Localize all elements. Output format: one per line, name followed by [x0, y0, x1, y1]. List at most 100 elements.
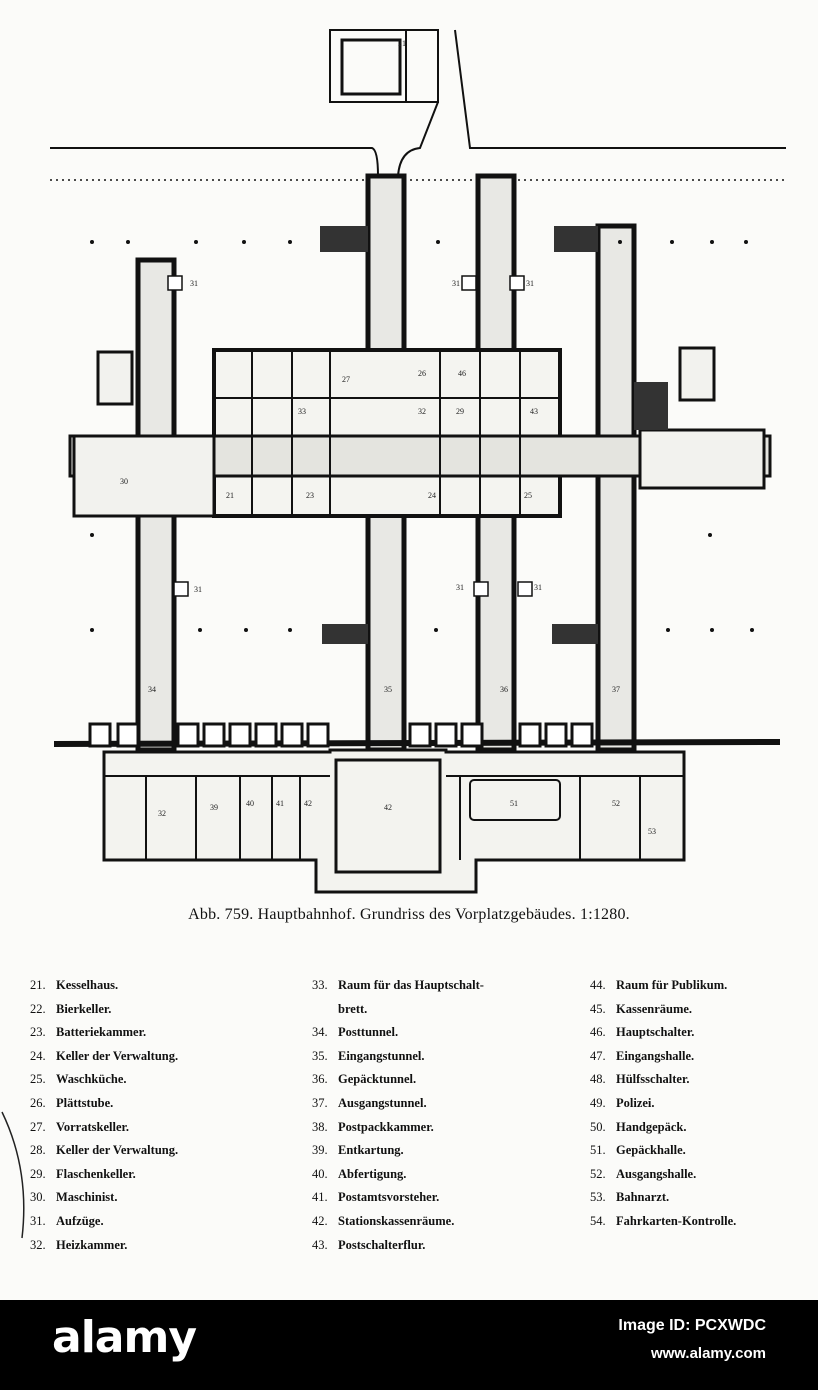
legend-text: Gepäcktunnel.: [338, 1072, 417, 1087]
legend-text: Batteriekammer.: [56, 1025, 147, 1040]
legend-text: Gepäckhalle.: [616, 1143, 686, 1158]
legend-item: 31.Aufzüge.: [30, 1210, 178, 1234]
svg-text:46: 46: [458, 369, 466, 378]
legend-item: 32.Heizkammer.: [30, 1234, 178, 1258]
legend-item: 42. Stationskassenräume.: [312, 1210, 484, 1234]
svg-text:31: 31: [534, 583, 542, 592]
legend-number: 31.: [30, 1213, 46, 1228]
svg-text:31: 31: [456, 583, 464, 592]
legend-item: 47.Eingangshalle.: [590, 1045, 736, 1069]
legend-text: Waschküche.: [56, 1072, 127, 1087]
legend-item: 51. Gepäckhalle.: [590, 1139, 736, 1163]
legend-number: 38.: [312, 1119, 328, 1134]
legend-text: Eingangstunnel.: [338, 1048, 425, 1063]
svg-text:30: 30: [120, 477, 128, 486]
legend-column-2: 33.Raum für das Hauptschalt-brett.34.Pos…: [312, 974, 484, 1257]
legend-text: Heizkammer.: [56, 1237, 128, 1252]
legend-text: Ausgangstunnel.: [338, 1095, 427, 1110]
legend-number: 27.: [30, 1119, 46, 1134]
image-id-label: Image ID: PCXWDC: [618, 1317, 766, 1334]
legend-item: 26.Plättstube.: [30, 1092, 178, 1116]
legend-item: 41.Postamtsvorsteher.: [312, 1186, 484, 1210]
legend-text: Abfertigung.: [338, 1166, 407, 1181]
legend-number: 34.: [312, 1025, 328, 1040]
legend-number: 46.: [590, 1025, 606, 1040]
legend-number: 23.: [30, 1025, 46, 1040]
svg-text:31: 31: [526, 279, 534, 288]
legend-text: Postschalterflur.: [338, 1237, 426, 1252]
legend-number: 48.: [590, 1072, 606, 1087]
legend-text: Keller der Verwaltung.: [56, 1143, 179, 1158]
legend-text: Stationskassenräume.: [338, 1213, 455, 1228]
legend-item: 48.Hülfsschalter.: [590, 1068, 736, 1092]
legend-text: Raum für Publikum.: [616, 978, 728, 992]
svg-text:31: 31: [452, 279, 460, 288]
legend-number: 52.: [590, 1166, 606, 1181]
legend-number: 44.: [590, 978, 606, 992]
legend-number: 28.: [30, 1143, 46, 1158]
legend-text: Raum für das Hauptschalt-: [338, 978, 484, 992]
legend-number: 30.: [30, 1190, 46, 1205]
legend-item: 24. Keller der Verwaltung.: [30, 1045, 178, 1069]
legend-text: Maschinist.: [56, 1190, 118, 1205]
legend-text: Kesselhaus.: [56, 978, 119, 992]
legend-item: 38. Postpackkammer.: [312, 1116, 484, 1140]
legend-item: 46.Hauptschalter.: [590, 1021, 736, 1045]
svg-text:39: 39: [210, 803, 218, 812]
legend-item: 22.Bierkeller.: [30, 998, 178, 1022]
legend-item: 39.Entkartung.: [312, 1139, 484, 1163]
legend-item: 53.Bahnarzt.: [590, 1186, 736, 1210]
legend-item: 49.Polizei.: [590, 1092, 736, 1116]
svg-text:40: 40: [246, 799, 254, 808]
legend-number: 40.: [312, 1166, 328, 1181]
binding-mark: [1, 1111, 25, 1239]
legend-text: Postpackkammer.: [338, 1119, 434, 1134]
street-line: [50, 147, 379, 177]
legend-item: 36.Gepäcktunnel.: [312, 1068, 484, 1092]
legend-number: 45.: [590, 1001, 606, 1016]
legend-item: 35.Eingangstunnel.: [312, 1045, 484, 1069]
forecourt-building: [102, 748, 686, 894]
upper-building: [212, 348, 562, 518]
svg-text:42: 42: [384, 803, 392, 812]
legend-number: 21.: [30, 978, 46, 992]
tunnel-right-outer: [595, 223, 637, 753]
legend-number: 42.: [312, 1213, 328, 1228]
legend-item: 28. Keller der Verwaltung.: [30, 1139, 178, 1163]
left-wing: [72, 434, 216, 518]
svg-text:24: 24: [428, 491, 436, 500]
legend-item: 45.Kassenräume.: [590, 998, 736, 1022]
legend-number: 33.: [312, 978, 328, 992]
site-link[interactable]: www.alamy.com: [650, 1345, 766, 1362]
svg-text:41: 41: [276, 799, 284, 808]
legend-item: 37.Ausgangstunnel.: [312, 1092, 484, 1116]
svg-text:35: 35: [384, 685, 392, 694]
legend-text: Ausgangshalle.: [616, 1166, 697, 1181]
legend-text: Keller der Verwaltung.: [56, 1048, 179, 1063]
svg-text:25: 25: [524, 491, 532, 500]
legend-number: 29.: [30, 1166, 46, 1181]
brand-logo[interactable]: alamy: [52, 1312, 197, 1363]
legend-text: Posttunnel.: [338, 1025, 399, 1040]
legend-column-3: 44. Raum für Publikum. 45.Kassenräume.46.H…: [590, 974, 736, 1234]
legend-number: 43.: [312, 1237, 328, 1252]
legend-number: 51.: [590, 1143, 606, 1158]
svg-text:33: 33: [298, 407, 306, 416]
right-wing: [638, 428, 766, 490]
legend-number: 53.: [590, 1190, 606, 1205]
svg-text:31: 31: [194, 585, 202, 594]
legend-text: Eingangshalle.: [616, 1048, 695, 1063]
legend-number: 24.: [30, 1048, 46, 1063]
legend-text: Fahrkarten-Kontrolle.: [616, 1213, 737, 1228]
svg-text:43: 43: [530, 407, 538, 416]
legend-text: Entkartung.: [338, 1143, 404, 1158]
legend-item: 23. Batteriekammer.: [30, 1021, 178, 1045]
watermark-footer: alamy Image ID: PCXWDC www.alamy.com: [0, 1300, 818, 1390]
legend-text: Vorratskeller.: [56, 1119, 130, 1134]
svg-text:21: 21: [226, 491, 234, 500]
legend-item: 50.Handgepäck.: [590, 1116, 736, 1140]
legend-number: 54.: [590, 1213, 606, 1228]
legend-text: Polizei.: [616, 1095, 655, 1110]
